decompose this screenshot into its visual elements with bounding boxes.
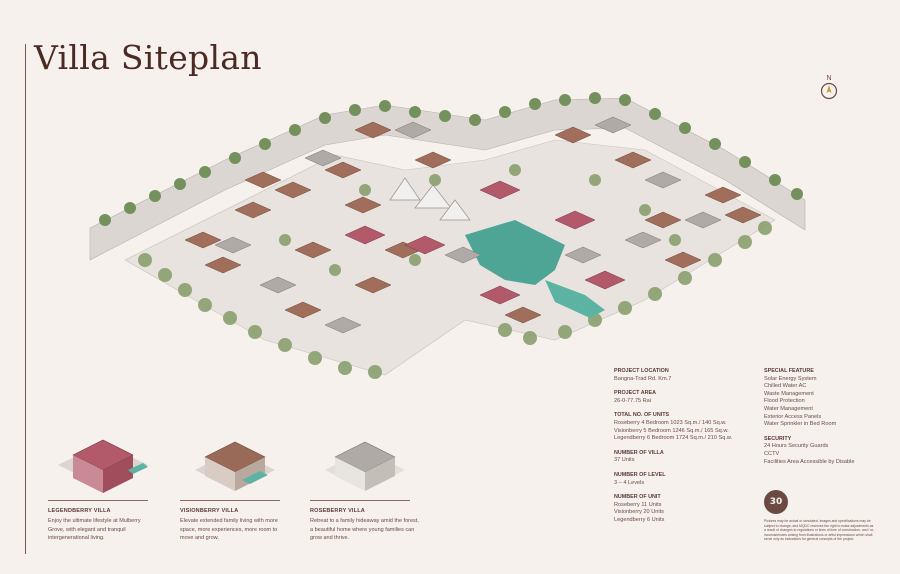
total-units-label: TOTAL NO. OF UNITS <box>614 412 670 419</box>
level-count-label: NUMBER OF LEVEL <box>614 471 666 478</box>
level-count: 3 – 4 Levels <box>614 479 645 486</box>
visionberry-villa-image <box>195 441 275 491</box>
feature-item: Flood Protection <box>764 398 805 405</box>
special-feature-label: SPECIAL FEATURE <box>764 368 814 374</box>
page-title: Villa Siteplan <box>34 38 262 77</box>
feature-item: Water Management <box>764 405 813 412</box>
tree-line <box>99 92 803 226</box>
compass-north-label: N <box>826 75 831 82</box>
visionberry-villas <box>184 121 762 324</box>
units-legendberry: Legendberry 6 Bedroom 1724 Sq.m./ 210 Sq… <box>614 435 733 442</box>
legendberry-villas <box>344 180 626 305</box>
feature-item: Exterior Access Panels <box>764 413 822 420</box>
legendberry-villa-image <box>58 439 148 493</box>
left-rule <box>25 44 26 554</box>
disclaimer-text: Pictures may be actual or simulated. Ima… <box>764 519 875 542</box>
unit-count-label: NUMBER OF UNIT <box>614 494 661 501</box>
feature-item: Waste Management <box>764 390 814 397</box>
visionberry-villa-name: VISIONBERRY VILLA <box>180 508 239 514</box>
project-area: 26-0-77.75 Rai <box>614 397 652 404</box>
villa-count-label: NUMBER OF VILLA <box>614 449 664 456</box>
unit-count-visionberry: Visionberry 20 Units <box>614 509 664 516</box>
central-lake <box>465 220 565 285</box>
legendberry-villa-name: LEGENDBERRY VILLA <box>48 508 111 514</box>
security-item: Facilities Area Accessible by Disable <box>764 458 855 465</box>
feature-item: Chilled Water AC <box>764 383 807 390</box>
visionberry-rule <box>180 500 280 501</box>
features-info: SPECIAL FEATURE Solar Energy System Chil… <box>764 368 889 466</box>
villa-count: 37 Units <box>614 457 635 464</box>
roseberry-villa-name: ROSEBERRY VILLA <box>310 508 365 514</box>
units-visionberry: Visionberry 5 Bedroom 1246 Sq.m./ 165 Sq… <box>614 427 729 434</box>
feature-item: Solar Energy System <box>764 375 817 382</box>
roseberry-villa-image <box>325 441 405 491</box>
legendberry-villa-description: Enjoy the ultimate lifestyle at Mulberry… <box>48 518 141 541</box>
project-area-label: PROJECT AREA <box>614 390 657 397</box>
legendberry-rule <box>48 500 148 501</box>
security-item: 24 Hours Security Guards <box>764 443 829 450</box>
project-location-label: PROJECT LOCATION <box>614 368 669 374</box>
site-plan-map[interactable] <box>85 70 815 390</box>
project-info: PROJECT LOCATION Bangna-Trad Rd. Km.7 PR… <box>614 368 754 525</box>
site-ground <box>124 139 776 376</box>
greenery <box>138 164 772 379</box>
compass-icon: N <box>820 75 838 100</box>
units-roseberry: Roseberry 4 Bedroom 1023 Sq.m./ 140 Sq.w… <box>614 419 727 426</box>
project-location: Bangna-Trad Rd. Km.7 <box>614 375 672 382</box>
water-channel <box>545 280 605 318</box>
visionberry-villa-description: Elevate extended family living with more… <box>180 518 278 541</box>
anniversary-badge: 30 <box>764 490 788 514</box>
clubhouse <box>389 177 471 221</box>
unit-count-roseberry: Roseberry 11 Units <box>614 501 662 508</box>
roseberry-villas <box>214 116 722 334</box>
security-item: CCTV <box>764 450 780 457</box>
roseberry-villa-description: Retreat to a family hideaway amid the fo… <box>310 518 419 541</box>
roseberry-rule <box>310 500 410 501</box>
feature-item: Water Sprinkler in Bed Room <box>764 421 837 428</box>
unit-count-legendberry: Legendberry 6 Units <box>614 516 665 523</box>
security-label: SECURITY <box>764 435 792 442</box>
